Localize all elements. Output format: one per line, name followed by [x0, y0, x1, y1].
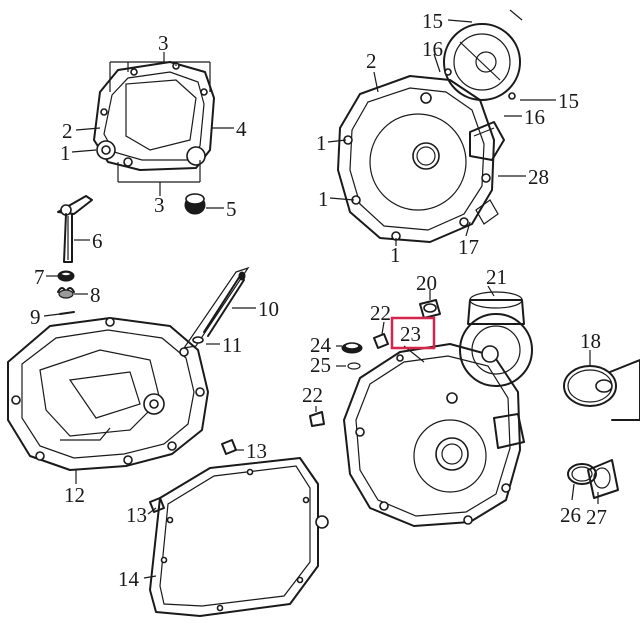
magneto-cover-drawing: [337, 9, 523, 243]
callout-13-left: 13: [126, 503, 147, 527]
magneto-cover-leaders: [327, 19, 556, 246]
highlighted-callout[interactable]: 23: [390, 316, 436, 350]
small-parts-drawing: [43, 270, 88, 317]
callout-8: 8: [90, 283, 101, 307]
clutch-cover-leaders: [71, 52, 234, 196]
callout-labels: 3 2 1 4 3 5 6 7 8 9 10 11 12 13 13 14 15…: [30, 9, 607, 591]
callout-20: 20: [416, 271, 437, 295]
callout-28: 28: [528, 165, 549, 189]
callout-18: 18: [580, 329, 601, 353]
callout-13-right: 13: [246, 439, 267, 463]
callout-4: 4: [236, 117, 247, 141]
callout-23[interactable]: 23: [400, 322, 421, 346]
callout-6: 6: [92, 229, 103, 253]
callout-3-top: 3: [158, 31, 169, 55]
callout-27: 27: [586, 505, 607, 529]
bolt-dowel-drawing: [182, 266, 256, 349]
callout-2-left: 2: [62, 119, 73, 143]
callout-7: 7: [34, 265, 45, 289]
callout-5: 5: [226, 197, 237, 221]
callout-26: 26: [560, 503, 581, 527]
highlight-box: [390, 316, 436, 350]
callout-21: 21: [486, 265, 507, 289]
callout-25: 25: [310, 353, 331, 377]
callout-2-right: 2: [366, 49, 377, 73]
clip-parts-drawing: [147, 439, 244, 515]
gasket-drawing: [143, 457, 329, 617]
callout-16-top: 16: [422, 37, 443, 61]
callout-15-top: 15: [422, 9, 443, 33]
callout-24: 24: [310, 333, 332, 357]
far-right-parts-drawing: [563, 350, 640, 504]
right-cover-drawing: [343, 291, 533, 527]
callout-10: 10: [258, 297, 279, 321]
callout-9: 9: [30, 305, 41, 329]
right-cover-small-parts: [309, 285, 495, 427]
callout-1-left: 1: [60, 141, 71, 165]
kick-shaft-drawing: [57, 195, 93, 263]
callout-1-right-bottom: 1: [390, 243, 401, 267]
callout-17: 17: [458, 235, 479, 259]
clutch-cover-drawing: [93, 61, 215, 171]
oil-cap-drawing: [184, 193, 224, 215]
callout-11: 11: [222, 333, 242, 357]
callout-1-right-upper: 1: [316, 131, 327, 155]
callout-22-upper: 22: [370, 301, 391, 325]
callout-14: 14: [118, 567, 140, 591]
callout-3-bottom: 3: [154, 193, 165, 217]
callout-15-right: 15: [558, 89, 579, 113]
callout-22-lower: 22: [302, 383, 323, 407]
callout-1-right-lower: 1: [318, 187, 329, 211]
callout-16-right: 16: [524, 105, 545, 129]
callout-12: 12: [64, 483, 85, 507]
crankcase-drawing: [7, 317, 209, 484]
